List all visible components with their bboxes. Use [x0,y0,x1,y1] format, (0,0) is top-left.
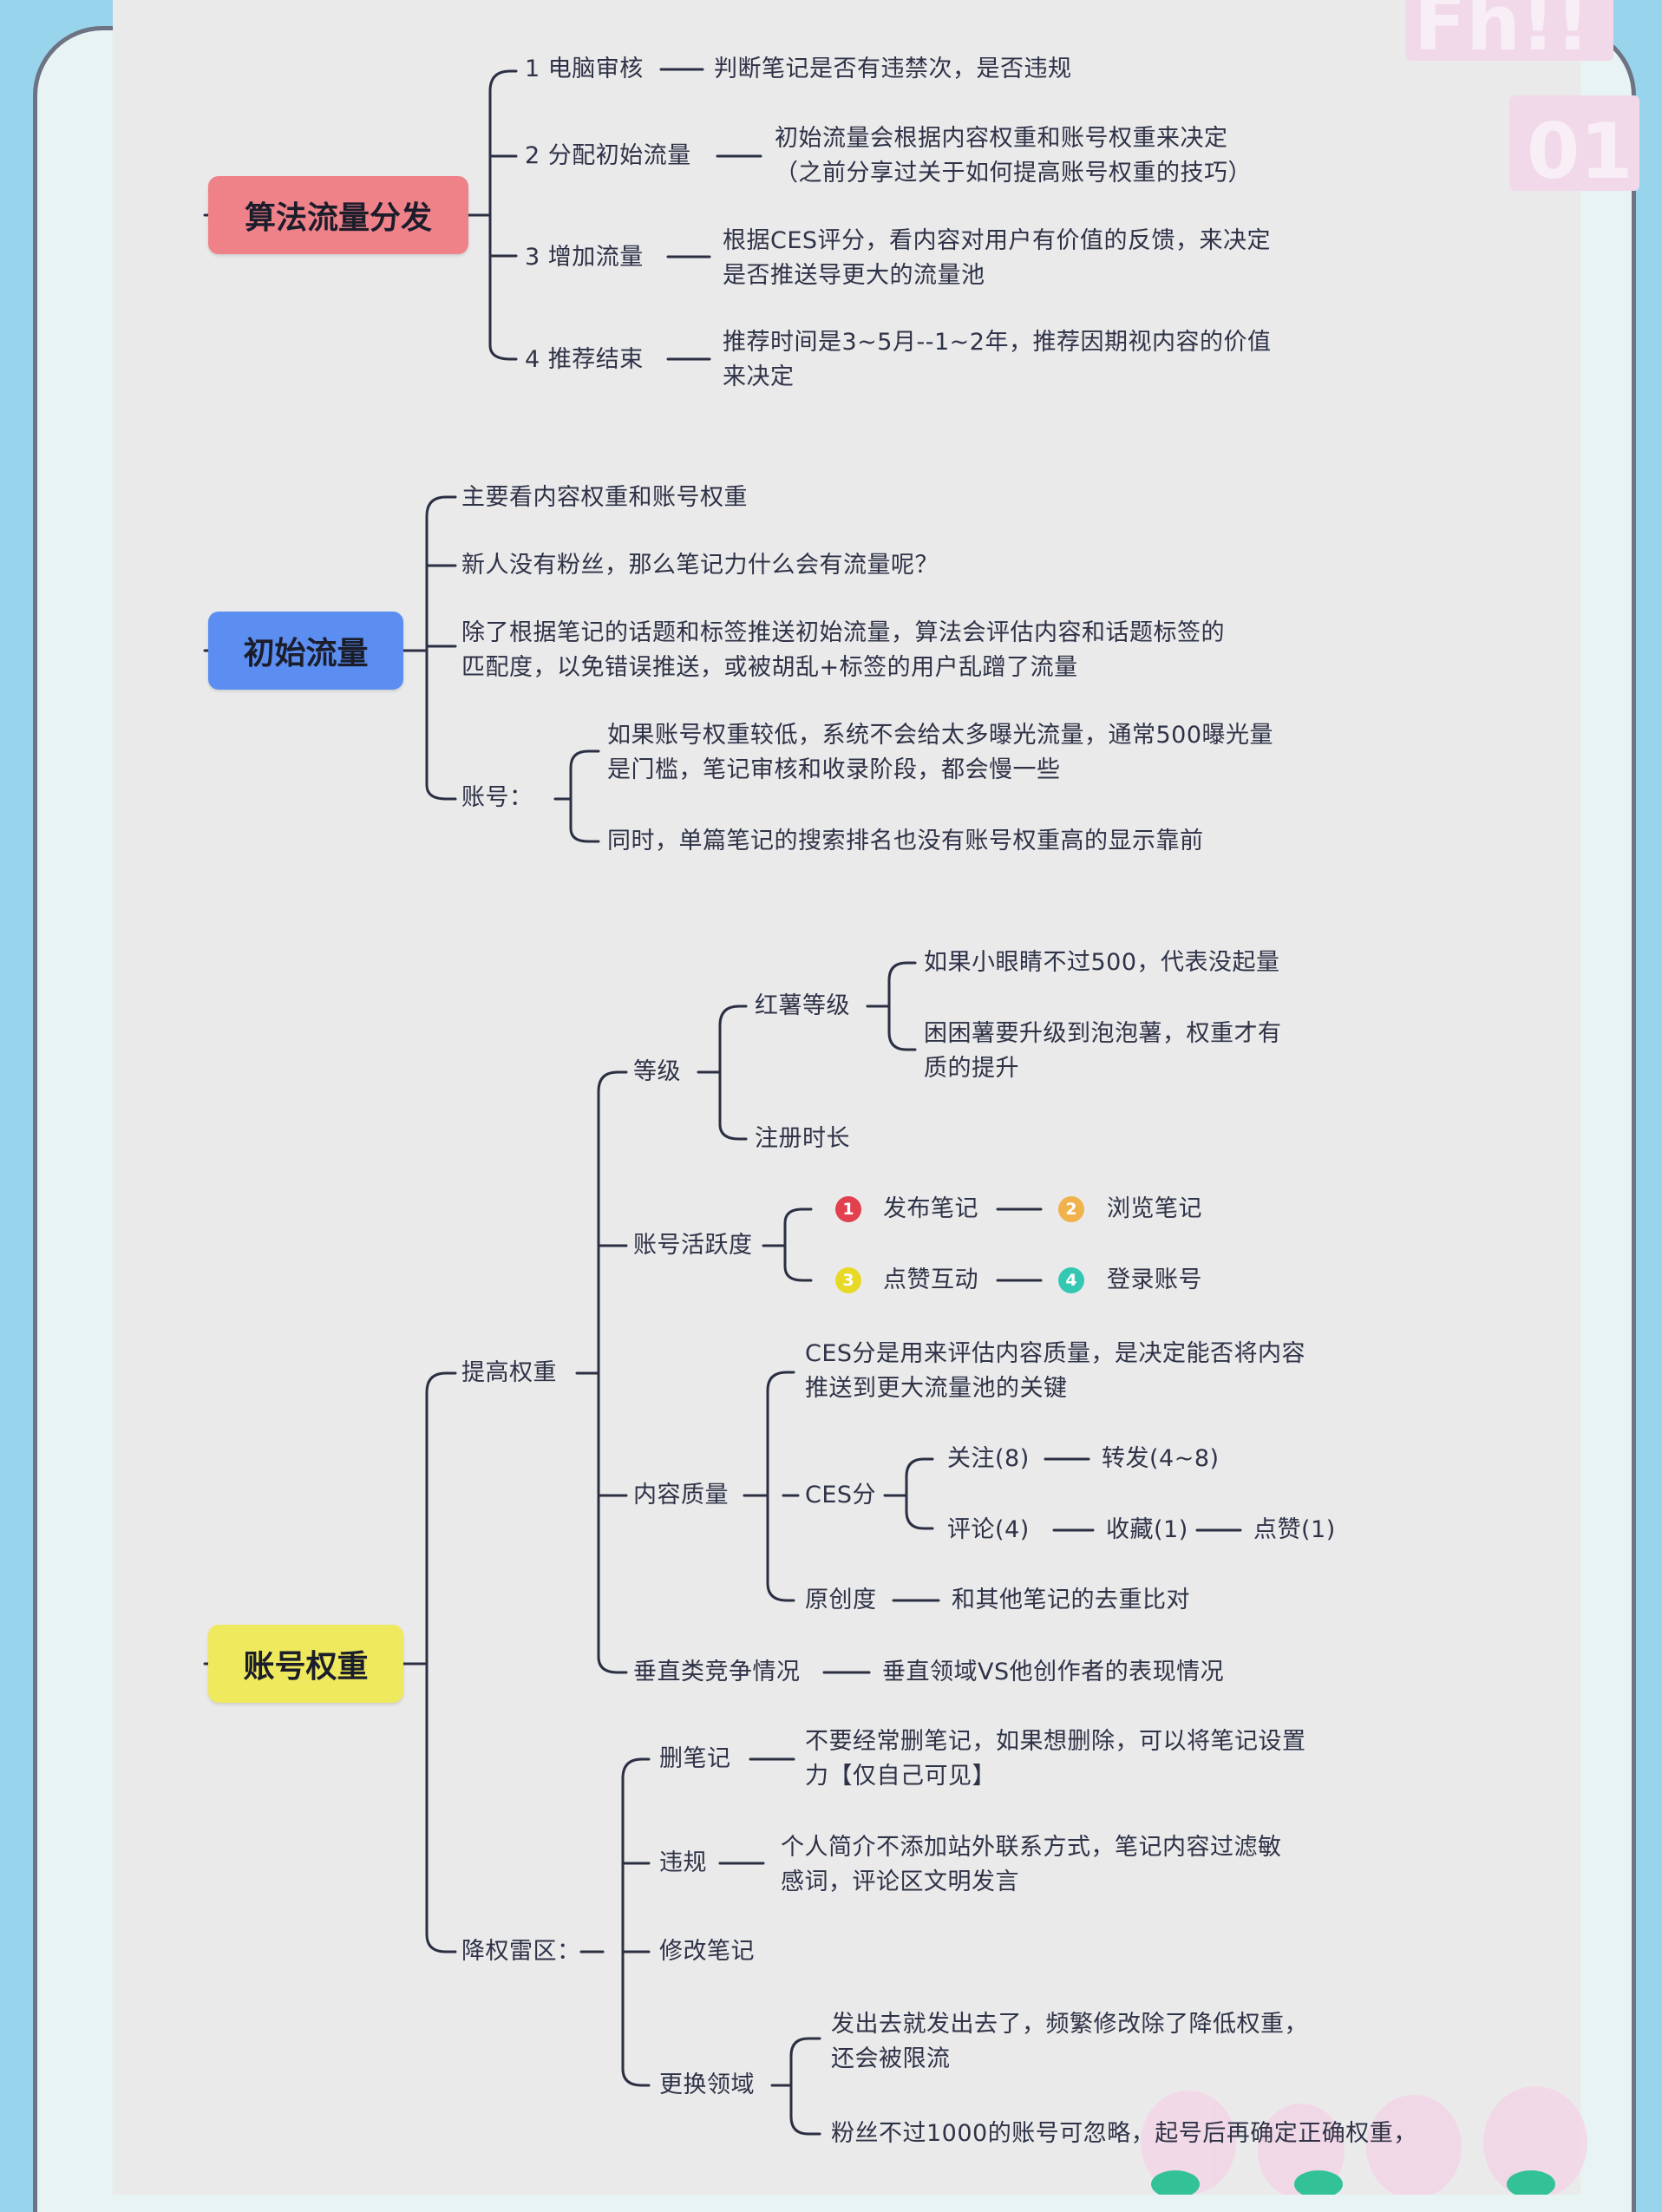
modify-note-label: 修改笔记 [659,1938,755,1965]
activity-browse: 浏览笔记 [1107,1195,1202,1222]
account-label: 账号： [461,784,533,811]
delete-note-label: 删笔记 [659,1745,731,1772]
sticker-text-bottom: 01 [1527,107,1633,196]
activity-publish: 发布笔记 [883,1195,978,1222]
ces-forward: 转发(4~8) [1102,1445,1220,1472]
vertical-competition-desc: 垂直领域VS他创作者的表现情况 [882,1659,1225,1685]
improve-weight-label: 提高权重 [461,1359,557,1386]
quality-note-line2: 推送到更大流量池的关键 [805,1375,1068,1402]
change-field-label: 更换领域 [659,2071,755,2098]
account-note-1-line2: 是门槛，笔记审核和收录阶段，都会慢一些 [607,756,1061,783]
step-2-desc-line2: （之前分享过关于如何提高账号权重的技巧） [775,160,1252,187]
algorithm-traffic-box: 算法流量分发 [208,176,468,254]
redbook-level-label: 红薯等级 [755,992,850,1019]
sticker-decoration: Fh!! 01 [1405,0,1639,217]
activity-login: 登录账号 [1107,1266,1202,1293]
step-3-desc-line2: 是否推送导更大的流量池 [723,262,985,289]
account-note-2: 同时，单篇笔记的搜索排名也没有账号权重高的显示靠前 [607,828,1204,854]
change-field-desc-line1: 发出去就发出去了，频繁修改除了降低权重， [831,2011,1308,2038]
badge-4-icon: 4 [1058,1267,1084,1293]
activity-like: 点赞互动 [883,1266,978,1293]
initial-point-1: 主要看内容权重和账号权重 [461,484,748,511]
level-label: 等级 [633,1058,681,1085]
activity-label: 账号活跃度 [633,1232,753,1259]
account-note-1-line1: 如果账号权重较低，系统不会给太多曝光流量，通常500曝光量 [607,722,1274,749]
redbook-note-2-line2: 质的提升 [924,1055,1019,1082]
step-4-desc-line2: 来决定 [723,363,795,390]
violation-label: 违规 [659,1849,707,1876]
step-2-desc-line1: 初始流量会根据内容权重和账号权重来决定 [775,125,1228,152]
cactus-decoration [1141,2086,1587,2195]
ces-like: 点赞(1) [1253,1516,1336,1543]
ces-follow: 关注(8) [947,1445,1030,1472]
register-time-label: 注册时长 [755,1125,850,1152]
sticker-block-bottom [1509,95,1639,191]
badge-3-icon: 3 [835,1267,861,1293]
step-4-desc-line1: 推荐时间是3~5月--1~2年，推荐因期视内容的价值 [723,329,1272,356]
step-2-label: 2 分配初始流量 [525,142,691,169]
initial-point-3-line1: 除了根据笔记的话题和标签推送初始流量，算法会评估内容和话题标签的 [461,619,1225,646]
step-3-label: 3 增加流量 [525,244,644,271]
change-field-desc-line3: 粉丝不过1000的账号可忽略，起号后再确定正确权重， [831,2120,1417,2147]
vertical-competition-label: 垂直类竞争情况 [633,1659,801,1685]
redbook-note-2-line1: 困困薯要升级到泡泡薯，权重才有 [924,1020,1282,1047]
step-4-label: 4 推荐结束 [525,346,644,373]
badge-1-icon: 1 [835,1196,861,1222]
step-1-desc: 判断笔记是否有违禁次，是否违规 [714,56,1072,82]
redbook-note-1: 如果小眼睛不过500，代表没起量 [924,949,1280,976]
downgrade-zone-label: 降权雷区： [461,1938,581,1965]
initial-point-2: 新人没有粉丝，那么笔记力什么会有流量呢？ [461,552,939,579]
ces-collect: 收藏(1) [1106,1516,1188,1543]
originality-desc: 和其他笔记的去重比对 [952,1587,1190,1613]
violation-desc-line1: 个人简介不添加站外联系方式，笔记内容过滤敏 [781,1834,1282,1861]
quality-label: 内容质量 [633,1482,729,1508]
step-1-label: 1 电脑审核 [525,56,644,82]
initial-point-3-line2: 匹配度，以免错误推送，或被胡乱+标签的用户乱蹭了流量 [461,654,1078,681]
mindmap-sheet [113,0,1580,2195]
sticker-text-top: Fh!! [1414,0,1591,68]
step-3-desc-line1: 根据CES评分，看内容对用户有价值的反馈，来决定 [723,227,1272,254]
violation-desc-line2: 感词，评论区文明发言 [781,1868,1019,1895]
delete-note-desc-line2: 力【仅自己可见】 [805,1763,996,1790]
ces-score-label: CES分 [805,1482,877,1508]
badge-2-icon: 2 [1058,1196,1084,1222]
change-field-desc-line2: 还会被限流 [831,2045,951,2072]
quality-note-line1: CES分是用来评估内容质量，是决定能否将内容 [805,1340,1306,1367]
sticker-block-top [1405,0,1613,61]
delete-note-desc-line1: 不要经常删笔记，如果想删除，可以将笔记设置 [805,1728,1306,1755]
ces-comment: 评论(4) [947,1516,1030,1543]
initial-traffic-box: 初始流量 [208,612,403,690]
account-weight-box: 账号权重 [208,1625,403,1703]
originality-label: 原创度 [805,1587,877,1613]
